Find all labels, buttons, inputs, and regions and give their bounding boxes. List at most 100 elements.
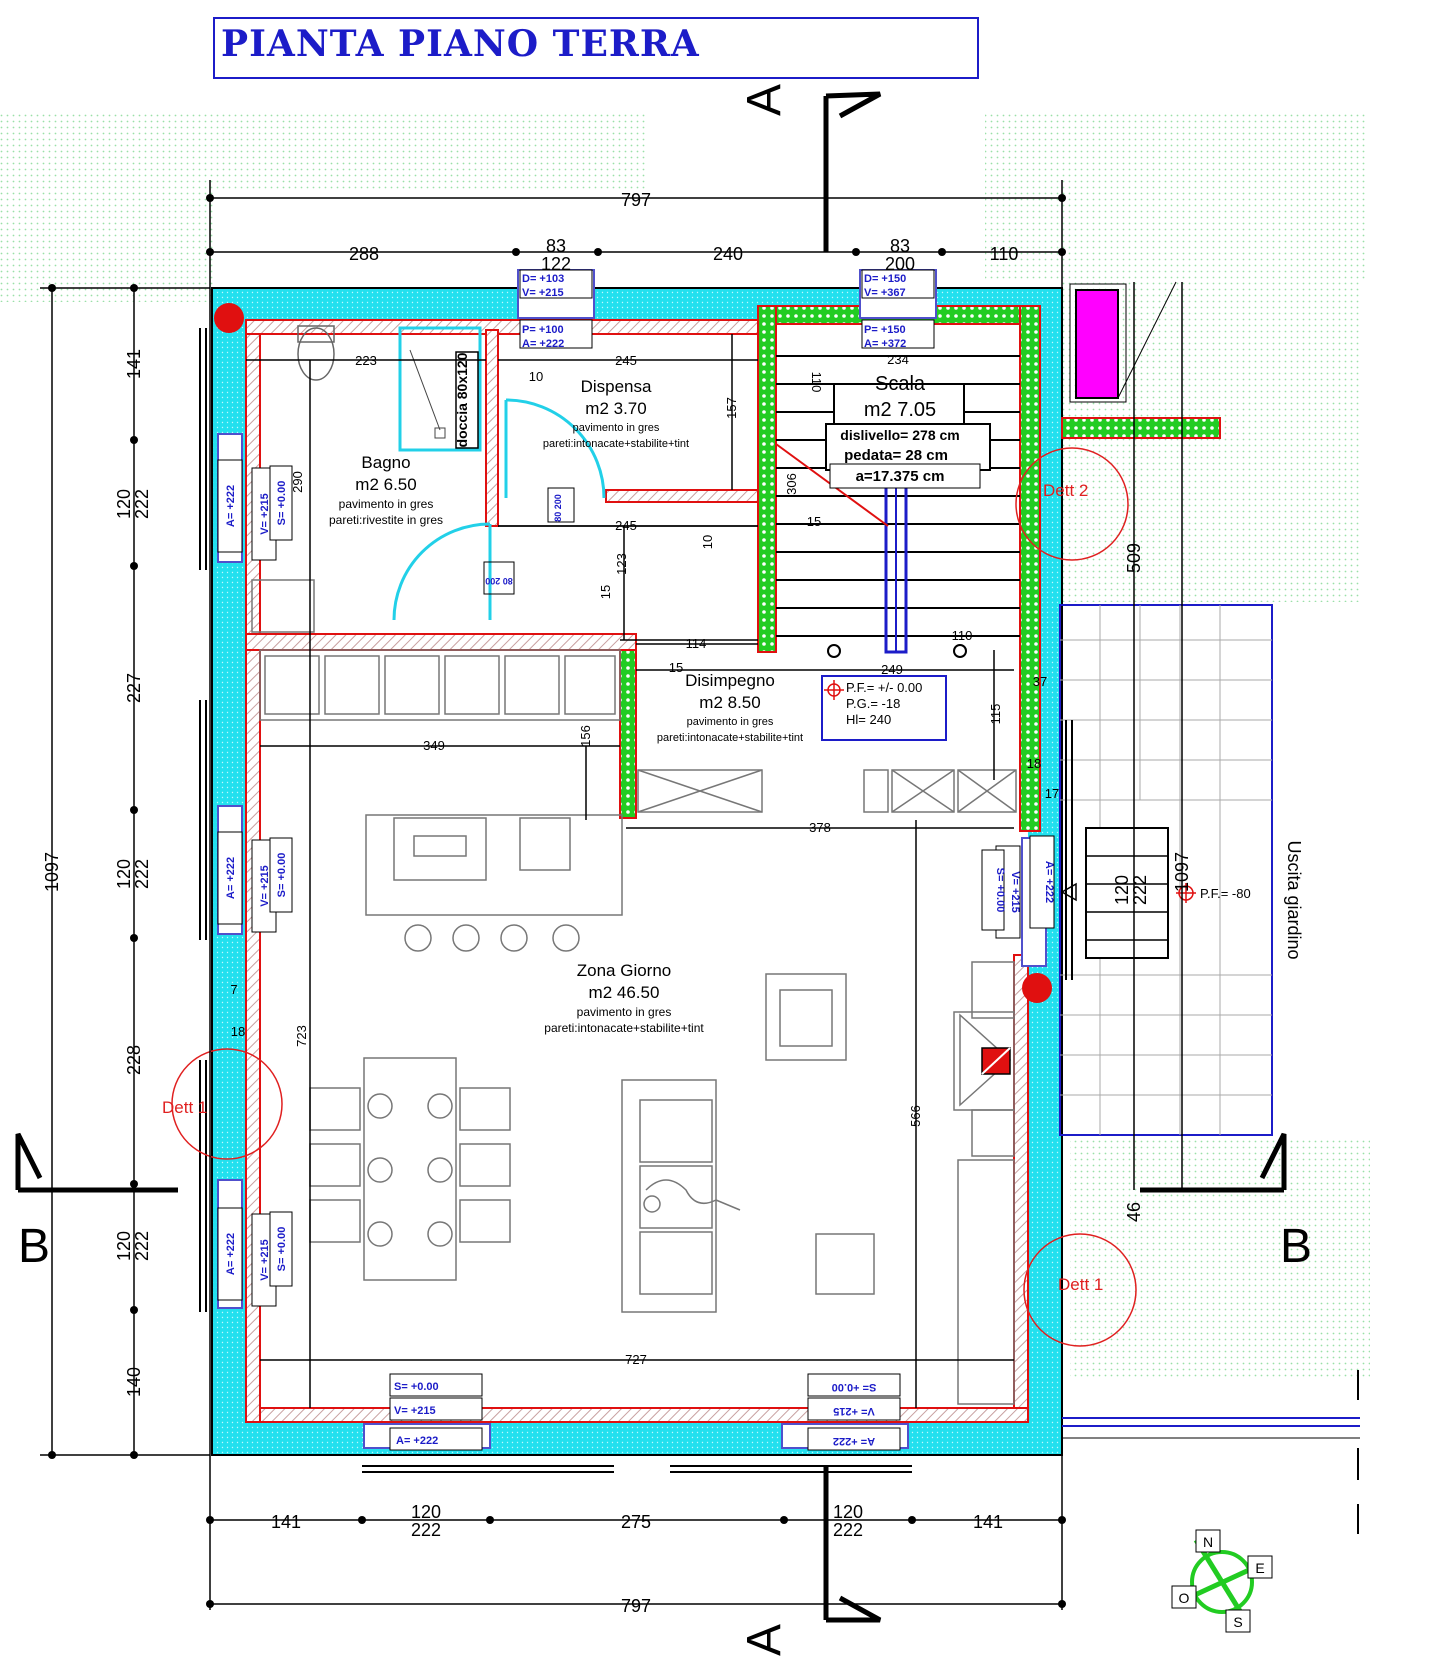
tag-l3-v: V= +215: [259, 1239, 271, 1281]
tag-l2-v: V= +215: [259, 865, 271, 907]
tag-b1-s: S= +0.00: [394, 1381, 439, 1393]
room-scala-rise: dislivello= 278 cm: [840, 427, 959, 443]
dim-15a: 15: [807, 514, 821, 529]
room-bagno-walls: pareti:rivestite in gres: [329, 513, 443, 527]
tag-l2-s: S= +0.00: [276, 853, 288, 898]
room-disimpegno-area: m2 8.50: [699, 693, 760, 712]
exit-label: Uscita giardino: [1284, 840, 1304, 959]
dim-bottom-222b: 222: [833, 1520, 863, 1540]
sofa: [621, 1079, 741, 1313]
room-dispensa-walls: pareti:intonacate+stabilite+tint: [543, 438, 689, 450]
dim-17: 17: [1045, 786, 1059, 801]
magenta-element: [1075, 289, 1119, 399]
dim-bottom-222a: 222: [411, 1520, 441, 1540]
room-dispensa-area: m2 3.70: [585, 399, 646, 418]
dim-left-222a: 222: [132, 489, 152, 519]
room-dispensa: Dispensa m2 3.70 pavimento in gres paret…: [543, 377, 689, 450]
coffee-table: [815, 1233, 875, 1295]
room-scala-tread: pedata= 28 cm: [844, 447, 948, 464]
dim-bottom-120b: 120: [833, 1502, 863, 1522]
dim-top-total: 797: [621, 190, 651, 210]
dim-left-141: 141: [124, 349, 144, 379]
tag-b1-a: A= +222: [396, 1435, 438, 1447]
dim-223: 223: [355, 353, 377, 368]
hall-cabinets: [637, 769, 1017, 813]
dim-123: 123: [614, 553, 629, 575]
section-a-bottom: A: [738, 1624, 791, 1656]
dim-18a: 18: [1027, 756, 1041, 771]
corner-marker: [214, 303, 244, 333]
terrace: [1059, 604, 1273, 1136]
staircase: [775, 355, 1020, 658]
level-hl: Hl= 240: [846, 712, 891, 727]
doors: [392, 398, 606, 621]
section-b-left: B: [18, 1220, 50, 1273]
tag-r-v: V= +215: [1009, 871, 1021, 913]
dett-1-right: Dett 1: [1058, 1275, 1103, 1294]
section-a-top: A: [738, 84, 791, 116]
room-disimpegno-floor: pavimento in gres: [687, 716, 774, 728]
compass-o: O: [1179, 1590, 1190, 1606]
tag-b2-v: V= +215: [833, 1405, 875, 1417]
dim-114: 114: [686, 636, 707, 651]
dim-bottom-141b: 141: [973, 1512, 1003, 1532]
level-pf: P.F.= +/- 0.00: [846, 680, 922, 695]
dim-15c: 15: [669, 660, 683, 675]
room-scala-area: m2 7.05: [864, 399, 936, 421]
tag-r-a: A= +222: [1043, 861, 1055, 903]
tag-b2-s: S= +0.00: [832, 1381, 877, 1393]
dim-bottom-275: 275: [621, 1512, 651, 1532]
level-box: P.F.= +/- 0.00 P.G.= -18 Hl= 240: [821, 675, 947, 741]
dim-566: 566: [908, 1105, 923, 1127]
room-scala-name: Scala: [875, 373, 926, 395]
dim-290: 290: [290, 471, 305, 493]
kitchen-island: [365, 814, 623, 952]
dim-bottom-total: 797: [621, 1596, 651, 1616]
tag-top2-d: D= +150: [864, 273, 906, 285]
dim-left-222c: 222: [132, 1231, 152, 1261]
dim-left-120b: 120: [114, 859, 134, 889]
dim-157: 157: [724, 397, 739, 419]
detail-markers: [171, 447, 1137, 1347]
tag-l1-a: A= +222: [225, 485, 237, 527]
shower: doccia 80x120: [398, 326, 482, 452]
room-disimpegno-name: Disimpegno: [685, 671, 775, 690]
dim-right-1097: 1097: [1172, 852, 1192, 892]
dett-2: Dett 2: [1043, 481, 1088, 500]
dim-left-228: 228: [124, 1045, 144, 1075]
dim-234: 234: [887, 352, 909, 367]
title-box: PIANTA PIANO TERRA: [213, 17, 979, 79]
dim-left-120a: 120: [114, 489, 134, 519]
tag-l3-s: S= +0.00: [276, 1227, 288, 1272]
dim-10b: 10: [700, 535, 715, 549]
dim-top-122: 122: [541, 254, 571, 274]
dim-10a: 10: [529, 369, 543, 384]
room-bagno-floor: pavimento in gres: [339, 497, 434, 511]
section-lines: [15, 91, 1287, 1623]
room-scala: Scala m2 7.05 dislivello= 278 cm pedata=…: [840, 373, 959, 485]
dim-723: 723: [294, 1025, 309, 1047]
room-labels: Bagno m2 6.50 pavimento in gres pareti:r…: [329, 373, 960, 1035]
room-zona-giorno-area: m2 46.50: [589, 983, 660, 1002]
armchair: [765, 973, 847, 1061]
dim-110: 110: [809, 372, 824, 393]
room-disimpegno: Disimpegno m2 8.50 pavimento in gres par…: [657, 671, 803, 744]
tag-b2-a: A= +222: [833, 1435, 875, 1447]
dimension-texts: 797 288 240 110 83 122 83 200 797 141 12…: [42, 190, 1192, 1616]
compass: N E S O: [1171, 1529, 1273, 1633]
compass-n: N: [1203, 1534, 1213, 1550]
dim-top-110: 110: [990, 244, 1019, 264]
dim-left-140: 140: [124, 1367, 144, 1397]
dim-top-83a: 83: [546, 236, 566, 256]
exit-level: P.F.= -80: [1200, 886, 1251, 901]
dim-378: 378: [809, 820, 831, 835]
fireplace: [953, 961, 1015, 1405]
room-dispensa-name: Dispensa: [581, 377, 652, 396]
room-bagno-area: m2 6.50: [355, 475, 416, 494]
dim-245a: 245: [615, 353, 637, 368]
tag-top1-v: V= +215: [522, 287, 564, 299]
tag-top1-p: P= +100: [522, 324, 564, 336]
stair-walls: [619, 305, 1221, 832]
tag-b1-v: V= +215: [394, 1405, 436, 1417]
dim-115: 115: [988, 704, 1003, 725]
